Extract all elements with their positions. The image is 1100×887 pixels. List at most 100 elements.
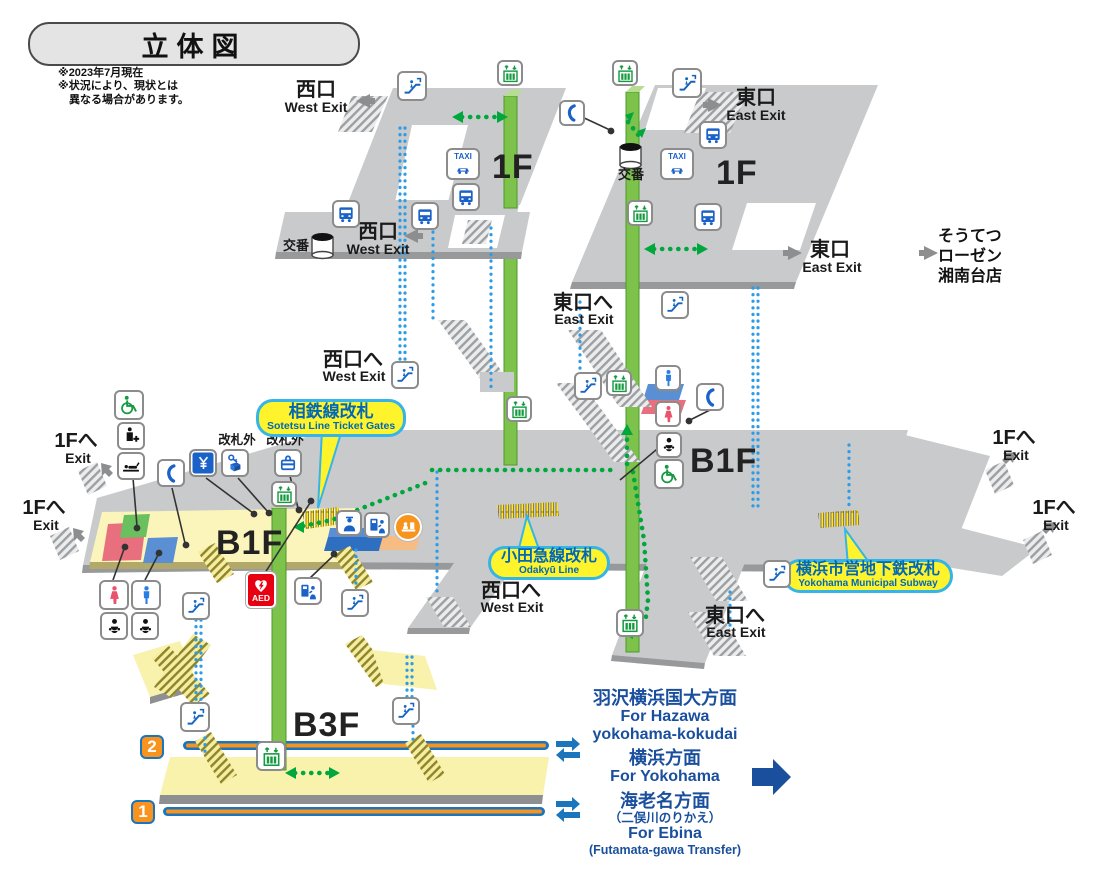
wheelchair-icon [114, 390, 144, 420]
to-east-exit-upper-en: East Exit [554, 311, 614, 327]
aed-label: AED [252, 592, 270, 603]
east-exit-mid-en: East Exit [802, 259, 862, 275]
to-1f-right-upper-en: Exit [1003, 447, 1029, 463]
elevator-icon [627, 200, 653, 226]
to-1f-left-upper-en: Exit [65, 450, 91, 466]
callout-sotetsu-jp: 相鉄線改札 [288, 402, 374, 421]
koban-label-east: 交番 [617, 167, 644, 182]
platform-1-badge: 1 [131, 800, 155, 824]
phone-icon [696, 383, 724, 411]
taxi-icon: TAXI [660, 148, 694, 180]
callout-sotetsu-en: Sotetsu Line Ticket Gates [267, 419, 396, 432]
west-exit-mid-en: West Exit [346, 241, 410, 257]
floor-label-b1f-east: B1F [690, 442, 758, 480]
to-west-exit-b3f-jp: 西口へ [481, 580, 541, 602]
page-title: 立体図 [28, 22, 360, 66]
staff-gate-icon [336, 510, 362, 536]
dir-yokohama-jp: 横浜方面 [629, 747, 701, 768]
bus-icon [699, 121, 727, 149]
elevator-icon [616, 609, 644, 637]
first-aid-icon [117, 422, 145, 450]
escalator-icon [763, 560, 791, 588]
f1-east-floor [570, 85, 878, 289]
exit-arrows [73, 94, 1056, 542]
escalator-icon [392, 697, 420, 725]
east-exit-top-en: East Exit [726, 107, 786, 123]
bus-icon [332, 200, 360, 228]
dir-ebina-note-en: (Futamata-gawa Transfer) [588, 843, 742, 858]
baby-icon [131, 612, 159, 640]
escalator-icon [391, 361, 419, 389]
atm-icon [189, 449, 217, 477]
bus-icon [411, 202, 439, 230]
to-1f-left-lower-jp: 1Fへ [22, 497, 66, 519]
male-toilet-icon [131, 580, 161, 610]
store-line: 湘南台店 [938, 268, 1003, 285]
to-east-exit-upper-jp: 東口へ [553, 292, 613, 314]
store-line: そうてつ [938, 228, 1002, 245]
elevator-icon [506, 396, 532, 422]
taxi-label: TAXI [454, 151, 472, 161]
store-line: ローゼン [938, 248, 1003, 265]
dir-hazawa-en1: For Hazawa [620, 708, 710, 726]
taxi-label: TAXI [668, 151, 686, 161]
floor-label-1f-west: 1F [492, 148, 534, 186]
police-box-east [619, 143, 642, 170]
escalator-icon [672, 68, 702, 98]
note-line: ※2023年7月現在 [58, 67, 144, 79]
female-toilet-icon [655, 401, 681, 427]
info-counter-icon [393, 512, 423, 542]
female-toilet-icon [99, 580, 129, 610]
floor-label-b1f-west: B1F [216, 524, 284, 562]
floor-label-b3f: B3F [293, 706, 361, 744]
elevator-icon [606, 370, 632, 396]
to-1f-left-upper-jp: 1Fへ [54, 430, 98, 452]
to-1f-right-lower-jp: 1Fへ [1032, 497, 1076, 519]
dir-ebina-en: For Ebina [628, 825, 702, 843]
floor-label-1f-east: 1F [716, 154, 758, 192]
escalator-icon [182, 592, 210, 620]
to-east-exit-lower-jp: 東口へ [705, 605, 765, 627]
aed-icon: AED [245, 571, 277, 609]
platform-2-badge: 2 [140, 735, 164, 759]
note-line: 異なる場合があります。 [69, 93, 189, 106]
dir-hazawa-en2: yokohama-kokudai [592, 726, 738, 744]
to-west-exit-b1f-en: West Exit [322, 368, 386, 384]
elevator-icon [497, 60, 523, 86]
east-exit-mid-jp: 東口 [810, 239, 850, 261]
to-west-exit-b1f-jp: 西口へ [323, 349, 383, 371]
train-directions: 羽沢横浜国大方面 For Hazawa yokohama-kokudai 横浜方… [560, 688, 770, 857]
level-connectors [194, 126, 851, 759]
west-exit-top-jp: 西口 [296, 79, 336, 101]
phone-icon [559, 100, 585, 126]
baby-icon [100, 612, 128, 640]
dir-ebina-jp: 海老名方面 [620, 791, 710, 812]
map-notes: ※2023年7月現在 ※状況により、現状とは 異なる場合があります。 [58, 67, 189, 107]
west-exit-top-en: West Exit [284, 99, 348, 115]
elevator-icon [612, 60, 638, 86]
wheelchair-icon [654, 459, 684, 489]
escalator-icon [574, 372, 602, 400]
diaper-icon [117, 452, 145, 480]
coin-locker-icon [221, 449, 249, 477]
accessible-route [292, 114, 701, 776]
to-1f-left-lower-en: Exit [33, 517, 59, 533]
callout-odakyu-en: Odakyū Line [519, 564, 580, 576]
phone-icon [157, 459, 185, 487]
bus-icon [694, 203, 722, 231]
callout-odakyu-jp: 小田急線改札 [501, 548, 598, 565]
dir-hazawa-jp: 羽沢横浜国大方面 [593, 688, 737, 708]
sotetsu-rosen-store-label: そうてつ ローゼン 湘南台店 [938, 227, 1028, 287]
to-1f-right-lower-en: Exit [1043, 517, 1069, 533]
note-line: ※状況により、現状とは [58, 80, 179, 93]
escalator-icon [397, 71, 427, 101]
callout-sotetsu-gates: 相鉄線改札 Sotetsu Line Ticket Gates [256, 399, 407, 437]
callout-subway-en: Yokohama Municipal Subway [798, 577, 938, 589]
to-west-exit-b3f-en: West Exit [480, 599, 544, 615]
train-direction-arrows [556, 737, 791, 822]
baggage-locker-icon [274, 449, 302, 477]
escalator-icon [661, 291, 689, 319]
west-exit-mid-jp: 西口 [358, 221, 398, 243]
